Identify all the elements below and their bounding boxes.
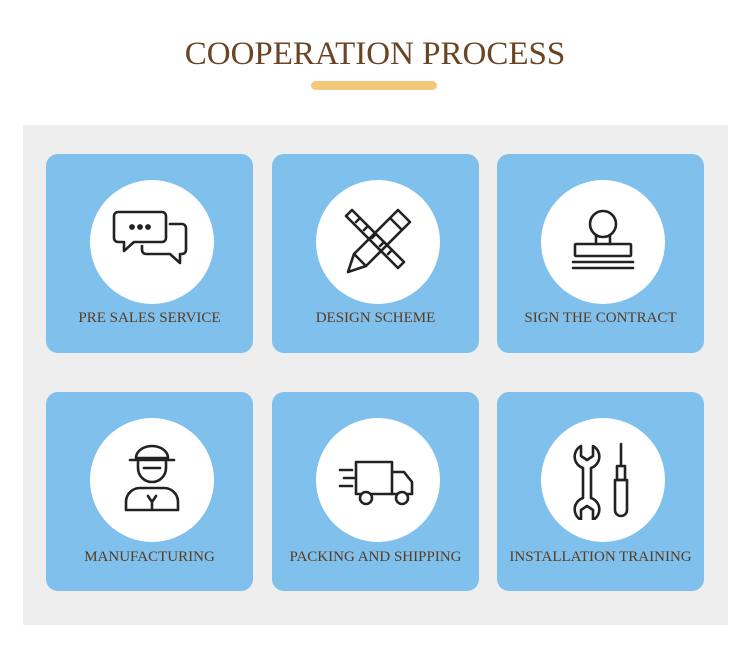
step-label: PACKING AND SHIPPING <box>289 549 462 565</box>
icon-circle <box>541 418 665 542</box>
pencil-ruler-icon <box>344 208 412 274</box>
page-title: COOPERATION PROCESS <box>184 36 566 72</box>
step-label: INSTALLATION TRAINING <box>509 549 692 565</box>
step-label: MANUFACTURING <box>84 549 215 565</box>
step-card-manufacturing: MANUFACTURING <box>46 392 253 591</box>
step-card-contract: SIGN THE CONTRACT <box>497 154 704 353</box>
step-card-pre-sales: PRE SALES SERVICE <box>46 154 253 353</box>
worker-icon <box>124 444 180 512</box>
icon-circle <box>316 418 440 542</box>
icon-circle <box>90 180 214 304</box>
chat-bubbles-icon <box>112 210 188 265</box>
step-card-shipping: PACKING AND SHIPPING <box>272 392 479 591</box>
step-label: DESIGN SCHEME <box>315 310 436 326</box>
step-label: SIGN THE CONTRACT <box>524 310 677 326</box>
step-label: PRE SALES SERVICE <box>78 310 221 326</box>
stamp-icon <box>571 209 635 270</box>
icon-circle <box>90 418 214 542</box>
step-card-design: DESIGN SCHEME <box>272 154 479 353</box>
step-card-installation: INSTALLATION TRAINING <box>497 392 704 591</box>
icon-circle <box>541 180 665 304</box>
process-panel: PRE SALES SERVICE DESIGN SCHEME SIGN THE… <box>23 125 728 625</box>
icon-circle <box>316 180 440 304</box>
wrench-screwdriver-icon <box>573 442 629 520</box>
title-underline <box>311 81 437 90</box>
delivery-truck-icon <box>338 460 414 506</box>
